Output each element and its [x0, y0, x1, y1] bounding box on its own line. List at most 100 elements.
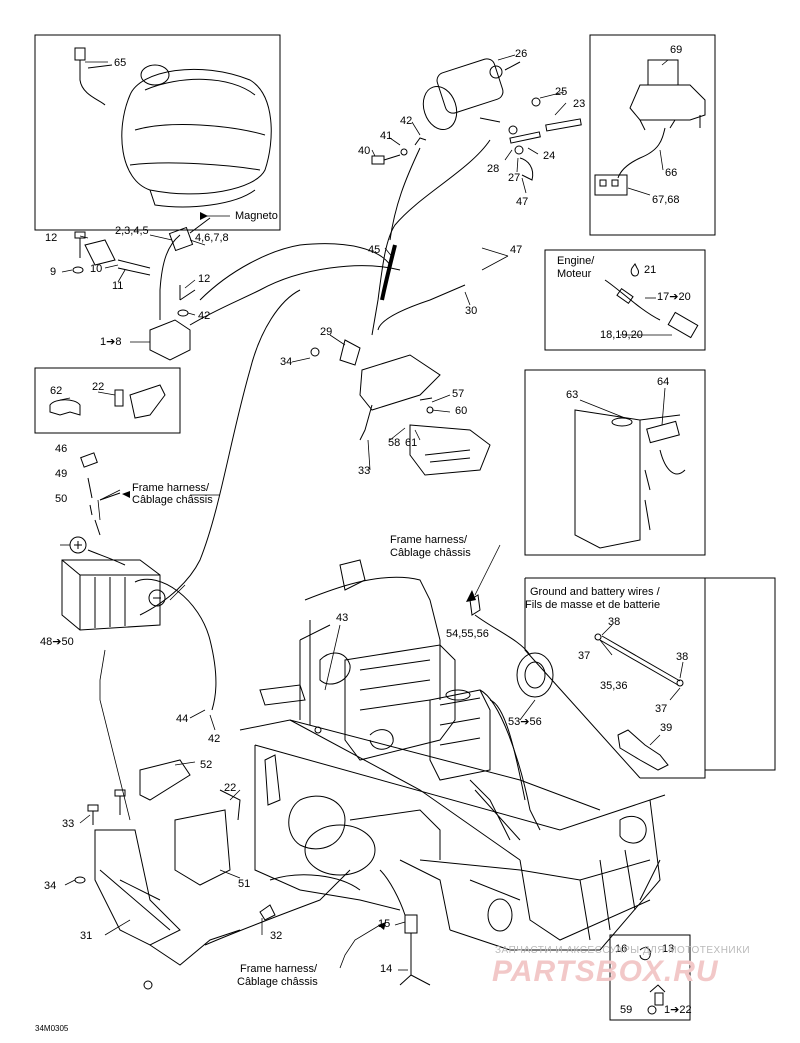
part-number-69: 69	[670, 44, 683, 56]
part-number-22: 22	[92, 381, 105, 393]
part-number-4-6-7-8: 4,6,7,8	[195, 232, 229, 244]
part-number-12: 12	[45, 232, 58, 244]
battery-drawing	[61, 452, 217, 711]
part-number-37b: 37	[655, 703, 668, 715]
magneto-label: Magneto	[235, 210, 278, 222]
relay-drawing	[594, 59, 706, 196]
ground-wires-title: Ground and battery wires /	[530, 586, 660, 598]
bolts-40-41	[371, 137, 427, 165]
muffler-drawing	[74, 47, 272, 208]
part-number-15: 15	[378, 918, 391, 930]
cablage-chassis-label: Câblage châssis	[132, 494, 213, 506]
part-number-26: 26	[515, 48, 528, 60]
part-number-1-8: 1➔8	[100, 336, 122, 348]
part-number-33: 33	[358, 465, 371, 477]
relay-box	[589, 34, 716, 236]
part-number-29: 29	[320, 326, 333, 338]
fasteners-drawing	[639, 947, 666, 1015]
part-number-34b: 34	[44, 880, 57, 892]
part-number-51: 51	[238, 878, 251, 890]
part-number-47b: 47	[510, 244, 523, 256]
part-number-16: 16	[615, 943, 628, 955]
part-number-41: 41	[380, 130, 393, 142]
cablage-chassis-label-2: Câblage châssis	[390, 547, 471, 559]
part-number-50: 50	[55, 493, 68, 505]
ground-strap-drawing	[469, 594, 554, 698]
clip-drawing	[49, 384, 166, 419]
part-number-17-20: 17➔20	[657, 291, 691, 303]
part-number-23: 23	[573, 98, 586, 110]
part-number-49: 49	[55, 468, 68, 480]
part-number-18-19-20: 18,19,20	[600, 329, 643, 341]
part-number-33b: 33	[62, 818, 75, 830]
part-number-60: 60	[455, 405, 468, 417]
part-number-13: 13	[662, 943, 675, 955]
cablage-chassis-label-3: Câblage châssis	[237, 976, 318, 988]
frame-harness-label-2: Frame harness/	[390, 534, 468, 546]
watermark-text: ЗАПЧАСТИ И АКСЕССУАРЫ ДЛЯ МОТОТЕХНИКИ	[495, 945, 751, 956]
arrow-right-icon	[200, 212, 208, 220]
starter-drawing	[422, 58, 582, 181]
arrow-left-icon	[122, 491, 130, 498]
frame-harness-label: Frame harness/	[132, 482, 210, 494]
moteur-label: Moteur	[557, 268, 592, 280]
part-number-58: 58	[388, 437, 401, 449]
part-number-12b: 12	[198, 273, 211, 285]
part-number-46: 46	[55, 443, 68, 455]
leader-lines	[59, 54, 684, 971]
part-number-2-3-4-5: 2,3,4,5	[115, 225, 149, 237]
part-number-11: 11	[112, 280, 124, 292]
figure-reference: 34M0305	[35, 1024, 69, 1033]
part-number-10: 10	[90, 263, 103, 275]
part-number-44: 44	[176, 713, 189, 725]
part-number-52: 52	[200, 759, 213, 771]
part-number-32: 32	[270, 930, 283, 942]
clip-box	[34, 367, 181, 434]
engine-sensor-box	[544, 249, 706, 351]
part-number-62: 62	[50, 385, 63, 397]
part-number-48-50: 48➔50	[40, 636, 74, 648]
part-number-34: 34	[280, 356, 293, 368]
vehicle-frame-drawing	[239, 559, 666, 951]
part-number-66: 66	[665, 167, 678, 179]
bottom-cables-drawing	[204, 869, 431, 986]
part-number-37: 37	[578, 650, 591, 662]
part-number-27: 27	[508, 172, 521, 184]
part-number-9: 9	[50, 266, 57, 278]
magneto-harness-2	[199, 243, 391, 301]
oil-tank-drawing	[574, 409, 686, 549]
frame-harness-label-3: Frame harness/	[240, 963, 318, 975]
magneto-bracket-drawing	[72, 217, 211, 361]
part-number-39: 39	[660, 722, 673, 734]
watermark-logo: PARTSBOX.RU	[492, 955, 719, 988]
muffler-sensor-box	[34, 34, 281, 231]
arrow-markers	[122, 212, 476, 930]
part-number-53-56: 53➔56	[508, 716, 542, 728]
part-number-43: 43	[336, 612, 349, 624]
part-number-40: 40	[358, 145, 371, 157]
part-number-28: 28	[487, 163, 500, 175]
oil-tank-box	[524, 369, 706, 556]
arrow-up-icon	[378, 922, 386, 930]
battery-negative-icon	[148, 589, 166, 607]
ground-wire-box	[525, 577, 706, 779]
part-number-57: 57	[452, 388, 465, 400]
battery-holder-drawing	[74, 759, 241, 990]
arrow-down-icon	[466, 590, 476, 602]
part-number-31: 31	[80, 930, 93, 942]
part-number-1-22: 1➔22	[664, 1004, 692, 1016]
magneto-harness	[189, 265, 401, 326]
part-number-24: 24	[543, 150, 556, 162]
part-number-30: 30	[465, 305, 478, 317]
part-number-59: 59	[620, 1004, 633, 1016]
part-number-65: 65	[114, 57, 127, 69]
ground-wire-box-diagonal	[524, 578, 641, 779]
ground-wires-subtitle: Fils de masse et de batterie	[525, 599, 661, 611]
part-number-35-36: 35,36	[600, 680, 628, 692]
part-number-47: 47	[516, 196, 529, 208]
fastener-box	[609, 934, 691, 1021]
part-number-61: 61	[405, 437, 418, 449]
part-number-25: 25	[555, 86, 568, 98]
